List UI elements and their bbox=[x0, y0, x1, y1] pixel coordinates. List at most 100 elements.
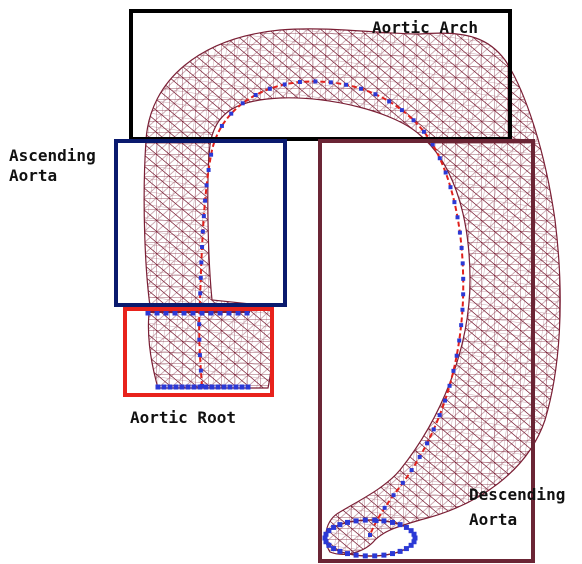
centerline-point bbox=[199, 260, 203, 264]
boundary-point bbox=[245, 311, 250, 316]
centerline-point bbox=[456, 215, 460, 219]
centerline-point bbox=[220, 124, 224, 128]
boundary-point bbox=[210, 385, 215, 390]
boundary-point bbox=[345, 520, 350, 525]
boundary-point bbox=[398, 522, 403, 527]
boundary-point bbox=[173, 311, 178, 316]
boundary-point bbox=[236, 311, 241, 316]
centerline-point bbox=[383, 506, 387, 510]
boundary-point bbox=[404, 546, 409, 551]
descending-label-line2: Aorta bbox=[469, 510, 517, 529]
centerline-point bbox=[205, 183, 209, 187]
centerline-point bbox=[443, 399, 447, 403]
boundary-point bbox=[204, 385, 209, 390]
boundary-point bbox=[209, 311, 214, 316]
centerline-point bbox=[392, 493, 396, 497]
centerline-point bbox=[198, 353, 202, 357]
boundary-point bbox=[354, 553, 359, 558]
centerline-point bbox=[438, 413, 442, 417]
centerline-point bbox=[368, 533, 372, 537]
boundary-point bbox=[345, 551, 350, 556]
centerline-point bbox=[410, 468, 414, 472]
aorta-body bbox=[144, 29, 560, 556]
centerline-point bbox=[387, 99, 391, 103]
centerline-point bbox=[432, 427, 436, 431]
boundary-point bbox=[186, 385, 191, 390]
centerline-point bbox=[198, 291, 202, 295]
boundary-point bbox=[381, 553, 386, 558]
centerline-point bbox=[197, 338, 201, 342]
boundary-point bbox=[200, 311, 205, 316]
centerline-point bbox=[455, 354, 459, 358]
boundary-point bbox=[180, 385, 185, 390]
boundary-point bbox=[246, 385, 251, 390]
ascending-label-line2: Aorta bbox=[9, 166, 57, 185]
boundary-point bbox=[222, 385, 227, 390]
boundary-point bbox=[164, 311, 169, 316]
centerline-point bbox=[438, 156, 442, 160]
centerline-point bbox=[200, 245, 204, 249]
centerline-point bbox=[461, 292, 465, 296]
boundary-point bbox=[168, 385, 173, 390]
boundary-point bbox=[390, 551, 395, 556]
centerline-point bbox=[448, 185, 452, 189]
centerline-point bbox=[400, 108, 404, 112]
centerline-point bbox=[283, 82, 287, 86]
boundary-point bbox=[234, 385, 239, 390]
boundary-point bbox=[228, 385, 233, 390]
centerline-point bbox=[457, 338, 461, 342]
boundary-point bbox=[390, 520, 395, 525]
centerline-point bbox=[201, 230, 205, 234]
boundary-point bbox=[174, 385, 179, 390]
boundary-point bbox=[354, 518, 359, 523]
centerline-point bbox=[461, 277, 465, 281]
boundary-point bbox=[372, 518, 377, 523]
centerline-point bbox=[207, 168, 211, 172]
boundary-point bbox=[227, 311, 232, 316]
centerline-point bbox=[373, 92, 377, 96]
centerline-point bbox=[199, 369, 203, 373]
ascending-label-line1: Ascending bbox=[9, 146, 96, 165]
centerline-point bbox=[344, 83, 348, 87]
boundary-point bbox=[363, 553, 368, 558]
centerline-point bbox=[203, 199, 207, 203]
centerline-point bbox=[461, 261, 465, 265]
centerline-point bbox=[298, 80, 302, 84]
centerline-point bbox=[401, 481, 405, 485]
aortic-arch-label: Aortic Arch bbox=[372, 18, 478, 37]
centerline-point bbox=[199, 276, 203, 280]
descending-label-line1: Descending bbox=[469, 485, 565, 504]
centerline-point bbox=[452, 200, 456, 204]
centerline-point bbox=[202, 214, 206, 218]
centerline-point bbox=[425, 441, 429, 445]
centerline-point bbox=[418, 455, 422, 459]
centerline-point bbox=[412, 118, 416, 122]
boundary-point bbox=[155, 311, 160, 316]
centerline-point bbox=[268, 87, 272, 91]
centerline-point bbox=[329, 80, 333, 84]
centerline-point bbox=[197, 322, 201, 326]
boundary-point bbox=[404, 525, 409, 530]
boundary-point bbox=[192, 385, 197, 390]
boundary-point bbox=[412, 532, 417, 537]
boundary-point bbox=[363, 518, 368, 523]
boundary-point bbox=[240, 385, 245, 390]
boundary-point bbox=[398, 549, 403, 554]
centerline-point bbox=[313, 79, 317, 83]
centerline-point bbox=[359, 87, 363, 91]
centerline-point bbox=[451, 369, 455, 373]
centerline-point bbox=[209, 153, 213, 157]
boundary-point bbox=[337, 549, 342, 554]
boundary-point bbox=[331, 546, 336, 551]
aortic-root-label: Aortic Root bbox=[130, 408, 236, 427]
centerline-point bbox=[241, 101, 245, 105]
boundary-point bbox=[218, 311, 223, 316]
boundary-point bbox=[326, 528, 331, 533]
centerline-point bbox=[460, 246, 464, 250]
aorta-mesh-overlay bbox=[144, 29, 560, 554]
centerline-point bbox=[444, 171, 448, 175]
centerline-point bbox=[460, 308, 464, 312]
boundary-point bbox=[337, 522, 342, 527]
